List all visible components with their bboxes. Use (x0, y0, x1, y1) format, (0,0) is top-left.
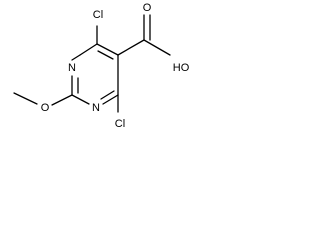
atom-label-cl-bottom: Cl (115, 118, 125, 130)
atom-label-n-lower: N (92, 102, 100, 114)
bond-c2-n1 (71, 94, 90, 105)
bond-c5-c4-inner (97, 50, 114, 60)
bond-c4-n3 (79, 43, 98, 56)
bond-c5-cooh (117, 39, 145, 56)
structure-diagram: Cl Cl N N O O HO (13, 2, 190, 130)
bond-c4-n3-left (71, 54, 81, 61)
atom-label-hydroxyl: HO (173, 62, 190, 74)
bond-n1-c6 (102, 94, 119, 105)
bond-n1-c6-inner (100, 90, 115, 100)
atom-label-cl-top: Cl (93, 9, 103, 21)
bond-c5-c4 (96, 43, 119, 56)
bond-c2-o (51, 94, 73, 106)
atom-label-o-methoxy: O (41, 102, 50, 114)
bonds (13, 14, 171, 113)
atom-labels: Cl Cl N N O O HO (41, 2, 190, 130)
atom-label-n-upper: N (68, 62, 76, 74)
atom-label-o-carbonyl: O (143, 2, 152, 14)
bond-o-methyl (13, 92, 38, 105)
bond-cooh-oh (143, 39, 171, 56)
